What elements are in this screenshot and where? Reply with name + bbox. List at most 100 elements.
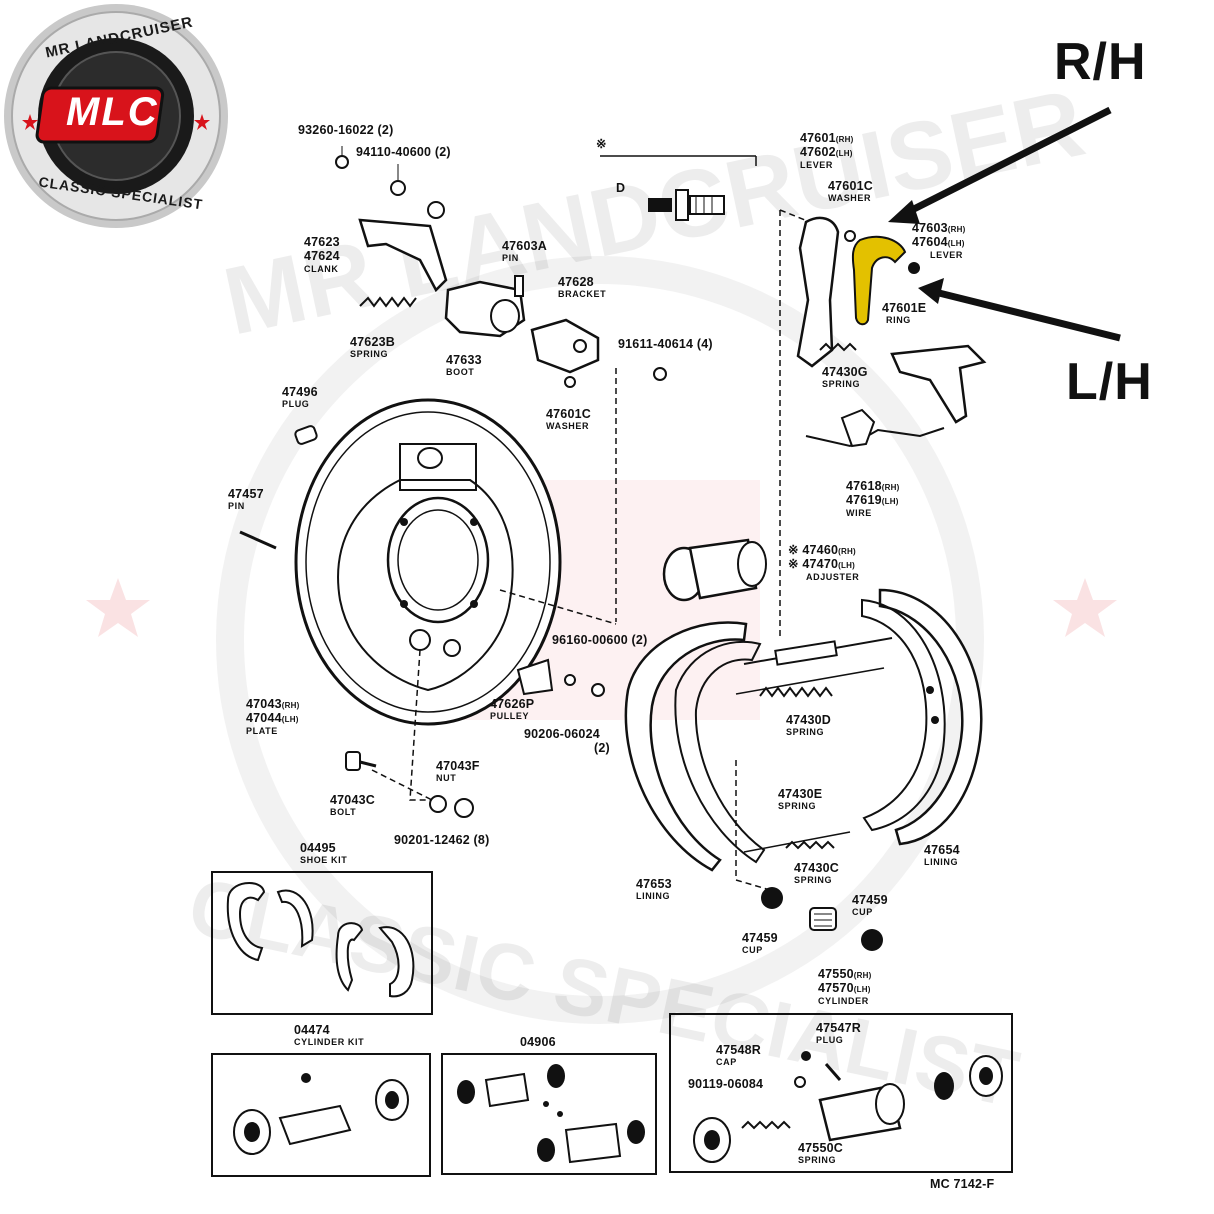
diagram-code: MC 7142-F <box>930 1177 995 1191</box>
callout-rh: R/H <box>1054 33 1147 91</box>
part-47603: 47603(RH) <box>912 221 966 235</box>
part-47604: 47604(LH) <box>912 235 965 249</box>
name-bracket: BRACKET <box>558 289 607 299</box>
watermark-star-left-icon <box>86 578 150 637</box>
part-47550c: 47550C <box>798 1141 843 1155</box>
watermark-star-right-icon <box>1053 578 1117 637</box>
part-90119: 90119-06084 <box>688 1077 764 1091</box>
part-47653: 47653 <box>636 877 672 891</box>
part-47601c-a: 47601C <box>546 407 591 421</box>
part-47628: 47628 <box>558 275 594 289</box>
name-washer-a: WASHER <box>546 421 590 431</box>
part-47430d: 47430D <box>786 713 831 727</box>
part-91611: 91611-40614 (4) <box>618 337 713 351</box>
part-96160: 96160-00600 (2) <box>552 633 648 647</box>
name-spring-5: SPRING <box>794 875 833 885</box>
name-wire: WIRE <box>846 508 872 518</box>
arrow-rh <box>902 106 1112 218</box>
part-47043c: 47043C <box>330 793 375 807</box>
name-boot: BOOT <box>446 367 475 377</box>
part-47043: 47043(RH) <box>246 697 300 711</box>
name-lining-1: LINING <box>636 891 671 901</box>
part-47623: 47623 <box>304 235 340 249</box>
name-pin-1: PIN <box>502 253 519 263</box>
part-47470: ※ 47470(LH) <box>788 557 855 571</box>
symbol-mark-1: ※ <box>596 137 607 151</box>
part-47601c-b: 47601C <box>828 179 873 193</box>
part-04495: 04495 <box>300 841 336 855</box>
arrow-lh <box>934 288 1121 342</box>
name-spring-2: SPRING <box>822 379 861 389</box>
part-47430c: 47430C <box>794 861 839 875</box>
name-plug-2: PLUG <box>816 1035 844 1045</box>
part-47601e: 47601E <box>882 301 927 315</box>
arrow-lh-head-icon <box>918 278 944 304</box>
part-47603a: 47603A <box>502 239 547 253</box>
part-47624: 47624 <box>304 249 340 263</box>
part-47626p: 47626P <box>490 697 535 711</box>
part-94110: 94110-40600 (2) <box>356 145 451 159</box>
part-47548r: 47548R <box>716 1043 761 1057</box>
cylinder-assembly-box <box>669 1013 1013 1173</box>
name-cylinder-kit: CYLINDER KIT <box>294 1037 365 1047</box>
part-47570: 47570(LH) <box>818 981 871 995</box>
part-47044: 47044(LH) <box>246 711 299 725</box>
callout-lh: L/H <box>1066 353 1153 411</box>
part-93260: 93260-16022 (2) <box>298 123 394 137</box>
cylinder-kit-box <box>211 1053 431 1177</box>
part-47459-b: 47459 <box>742 931 778 945</box>
name-pin-2: PIN <box>228 501 245 511</box>
part-04474: 04474 <box>294 1023 330 1037</box>
part-47459-a: 47459 <box>852 893 888 907</box>
part-90206-qty: (2) <box>594 741 610 755</box>
name-cap: CAP <box>716 1057 737 1067</box>
part-47547r: 47547R <box>816 1021 861 1035</box>
part-47043f: 47043F <box>436 759 480 773</box>
part-47430g: 47430G <box>822 365 868 379</box>
lever-47603-highlight <box>851 235 907 326</box>
part-47654: 47654 <box>924 843 960 857</box>
part-47602: 47602(LH) <box>800 145 853 159</box>
name-adjuster: ADJUSTER <box>806 572 860 582</box>
name-lining-2: LINING <box>924 857 959 867</box>
part-47496: 47496 <box>282 385 318 399</box>
watermark-ring <box>216 256 984 1024</box>
part-47460: ※ 47460(RH) <box>788 543 856 557</box>
part-04906: 04906 <box>520 1035 556 1049</box>
name-clank: CLANK <box>304 264 339 274</box>
name-washer-b: WASHER <box>828 193 872 203</box>
part-47619: 47619(LH) <box>846 493 899 507</box>
name-ring: RING <box>886 315 911 325</box>
name-cup-2: CUP <box>742 945 763 955</box>
name-plug: PLUG <box>282 399 310 409</box>
label-d: D <box>616 181 626 195</box>
name-cylinder: CYLINDER <box>818 996 869 1006</box>
part-47623b: 47623B <box>350 335 395 349</box>
part-47601: 47601(RH) <box>800 131 854 145</box>
part-47550: 47550(RH) <box>818 967 872 981</box>
part-90201: 90201-12462 (8) <box>394 833 490 847</box>
part-47430e: 47430E <box>778 787 823 801</box>
name-spring-4: SPRING <box>778 801 817 811</box>
name-plate: PLATE <box>246 726 278 736</box>
name-cup-1: CUP <box>852 907 873 917</box>
name-shoe-kit: SHOE KIT <box>300 855 348 865</box>
name-nut: NUT <box>436 773 457 783</box>
part-47618: 47618(RH) <box>846 479 900 493</box>
name-spring-3: SPRING <box>786 727 825 737</box>
logo-badge <box>4 4 228 228</box>
repair-kit-box <box>441 1053 657 1175</box>
part-47457: 47457 <box>228 487 264 501</box>
name-lever-1: LEVER <box>800 160 834 170</box>
logo-monogram: MLC <box>66 90 159 134</box>
shoe-kit-box <box>211 871 433 1015</box>
name-spring-6: SPRING <box>798 1155 837 1165</box>
name-bolt: BOLT <box>330 807 357 817</box>
part-47633: 47633 <box>446 353 482 367</box>
name-spring-1: SPRING <box>350 349 389 359</box>
backing-plate <box>294 398 562 726</box>
name-pulley: PULLEY <box>490 711 530 721</box>
arrow-rh-head-icon <box>888 200 920 224</box>
